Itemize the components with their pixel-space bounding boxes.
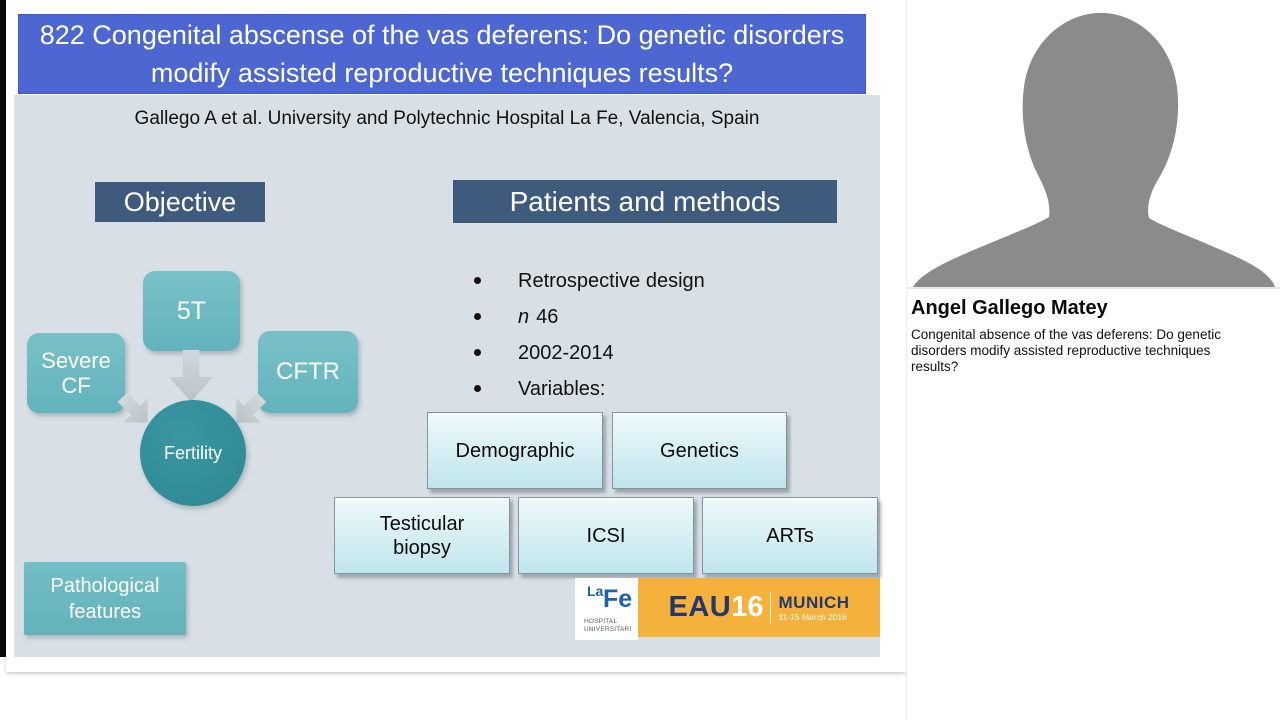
speaker-panel: Angel Gallego Matey Congenital absence o… xyxy=(906,0,1280,720)
person-silhouette-icon xyxy=(913,12,1275,287)
variable-box-testicular-biopsy: Testicular biopsy xyxy=(334,497,510,574)
lafe-hospital-logo: La Fe HOSPITAL UNIVERSITARI xyxy=(575,578,638,640)
variable-box-testicular-biopsy-label: Testicular biopsy xyxy=(379,512,465,559)
slide-video-area[interactable]: 822 Congenital abscense of the vas defer… xyxy=(0,0,908,720)
eau-logo-year: 16 xyxy=(731,591,764,623)
slide-title-banner: 822 Congenital abscense of the vas defer… xyxy=(18,14,866,94)
eau-logo-city-block: MUNICH 11-15 March 2016 xyxy=(779,594,850,622)
bullet-item-variables-text: Variables: xyxy=(518,377,606,400)
diagram-circle-fertility-label: Fertility xyxy=(164,442,222,463)
methods-section-header: Patients and methods xyxy=(453,180,837,223)
slide-page: 822 Congenital abscense of the vas defer… xyxy=(6,0,906,672)
bullet-item-n: n 46 xyxy=(472,299,705,335)
eau16-congress-logo: EAU 16 MUNICH 11-15 March 2016 xyxy=(638,578,880,637)
diagram-box-severe-cf: Severe CF xyxy=(27,333,125,413)
variable-box-icsi: ICSI xyxy=(518,497,694,574)
speaker-talk-title: Congenital absence of the vas deferens: … xyxy=(911,327,1221,374)
bullet-item-design: Retrospective design xyxy=(472,263,705,299)
avatar-placeholder xyxy=(907,0,1280,287)
variable-box-genetics-label: Genetics xyxy=(660,439,739,462)
methods-bullet-list: Retrospective design n 46 2002-2014 Vari… xyxy=(472,263,705,407)
pathological-features-box: Pathological features xyxy=(24,562,186,635)
objective-section-header: Objective xyxy=(95,182,265,222)
eau-logo-dates: 11-15 March 2016 xyxy=(778,611,847,622)
variable-box-demographic-label: Demographic xyxy=(455,439,575,462)
eau-logo-separator xyxy=(769,591,771,624)
variable-box-icsi-label: ICSI xyxy=(586,524,626,547)
bullet-item-design-text: Retrospective design xyxy=(518,269,705,292)
variable-box-genetics: Genetics xyxy=(612,412,787,489)
diagram-box-cftr-label: CFTR xyxy=(276,358,340,385)
slide-authors-line: Gallego A et al. University and Polytech… xyxy=(134,108,760,129)
bullet-item-n-symbol: n xyxy=(518,305,530,328)
methods-header-label: Patients and methods xyxy=(509,185,781,217)
slide-title-text: 822 Congenital abscense of the vas defer… xyxy=(39,19,845,88)
diagram-box-5t: 5T xyxy=(143,271,240,351)
speaker-name: Angel Gallego Matey xyxy=(911,297,1108,319)
diagram-box-cftr: CFTR xyxy=(258,331,358,413)
bullet-item-variables: Variables: xyxy=(472,371,705,407)
speaker-info: Angel Gallego Matey Congenital absence o… xyxy=(911,297,1267,374)
panel-divider xyxy=(907,287,1280,289)
diagram-box-severe-cf-label: Severe CF xyxy=(41,347,111,398)
pathological-features-label: Pathological features xyxy=(50,574,160,623)
diagram-box-5t-label: 5T xyxy=(176,296,207,325)
lafe-logo-fe: Fe xyxy=(603,585,633,613)
eau-logo-brand: EAU xyxy=(668,591,732,623)
variable-box-arts: ARTs xyxy=(702,497,878,574)
eau-logo-city: MUNICH xyxy=(778,592,850,612)
variable-box-demographic: Demographic xyxy=(427,412,603,489)
variable-box-arts-label: ARTs xyxy=(766,524,814,547)
diagram-circle-fertility: Fertility xyxy=(140,400,246,506)
video-letterbox-strip xyxy=(0,0,6,657)
objective-header-label: Objective xyxy=(123,186,237,217)
bullet-item-years: 2002-2014 xyxy=(472,335,705,371)
lafe-logo-hospital: HOSPITAL xyxy=(584,618,618,625)
bullet-item-years-text: 2002-2014 xyxy=(518,341,614,364)
lafe-logo-universitari: UNIVERSITARI xyxy=(584,626,632,633)
bullet-item-n-value: 46 xyxy=(536,305,559,328)
lafe-logo-la: La xyxy=(587,583,604,599)
